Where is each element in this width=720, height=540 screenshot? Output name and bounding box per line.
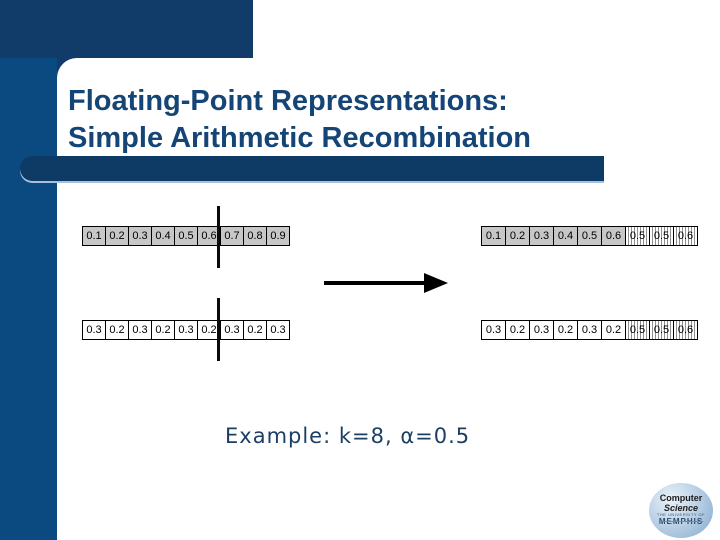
gene-cell: 0.2	[243, 320, 267, 340]
gene-cell: 0.2	[105, 226, 129, 246]
gene-cell: 0.5	[649, 226, 674, 246]
gene-cell: 0.3	[529, 226, 554, 246]
memphis-cs-logo: Computer Science THE UNIVERSITY OF MEMPH…	[649, 483, 713, 538]
gene-cell: 0.3	[529, 320, 554, 340]
logo-text-university: THE UNIVERSITY OF	[656, 512, 706, 518]
gene-cell: 0.5	[577, 226, 602, 246]
gene-cell: 0.2	[151, 320, 175, 340]
crossover-line-bottom	[217, 298, 220, 361]
gene-cell: 0.4	[151, 226, 175, 246]
gene-cell: 0.4	[553, 226, 578, 246]
logo-text-science: Science	[663, 502, 699, 513]
gene-cell: 0.9	[266, 226, 290, 246]
gene-cell: 0.2	[601, 320, 626, 340]
gene-cell: 0.2	[505, 226, 530, 246]
slide-title-line1: Floating-Point Representations:	[68, 85, 508, 118]
gene-cell: 0.1	[481, 226, 506, 246]
gene-cell: 0.2	[197, 320, 221, 340]
gene-cell: 0.2	[105, 320, 129, 340]
slide-title: Floating-Point Representations: Simple A…	[68, 83, 668, 157]
gene-cell: 0.5	[174, 226, 198, 246]
gene-cell: 0.6	[673, 226, 698, 246]
content-rounded-corner	[57, 58, 77, 78]
gene-cell: 0.3	[577, 320, 602, 340]
gene-cell: 0.3	[174, 320, 198, 340]
gene-cell: 0.5	[625, 320, 650, 340]
gene-cell: 0.5	[649, 320, 674, 340]
gene-cell: 0.2	[505, 320, 530, 340]
gene-cell: 0.3	[220, 320, 244, 340]
gene-cell: 0.8	[243, 226, 267, 246]
logo-text-computer: Computer	[659, 493, 703, 504]
title-underline-bar	[20, 156, 604, 181]
slide-title-line2: Simple Arithmetic Recombination	[68, 122, 531, 155]
top-left-header-block	[0, 0, 253, 58]
gene-cell: 0.3	[128, 226, 152, 246]
gene-cell: 0.3	[266, 320, 290, 340]
crossover-line-top	[217, 206, 220, 268]
gene-cell: 0.3	[82, 320, 106, 340]
gene-cell: 0.3	[481, 320, 506, 340]
gene-cell: 0.2	[553, 320, 578, 340]
gene-cell: 0.7	[220, 226, 244, 246]
left-sidebar-band	[0, 0, 57, 540]
recombination-arrow-icon	[322, 270, 450, 301]
logo-text-memphis: MEMPHIS	[658, 516, 704, 526]
gene-cell: 0.5	[625, 226, 650, 246]
example-caption: Example: k=8, α=0.5	[225, 424, 471, 448]
gene-cell: 0.3	[128, 320, 152, 340]
gene-cell: 0.1	[82, 226, 106, 246]
gene-cell: 0.6	[673, 320, 698, 340]
gene-cell: 0.6	[601, 226, 626, 246]
